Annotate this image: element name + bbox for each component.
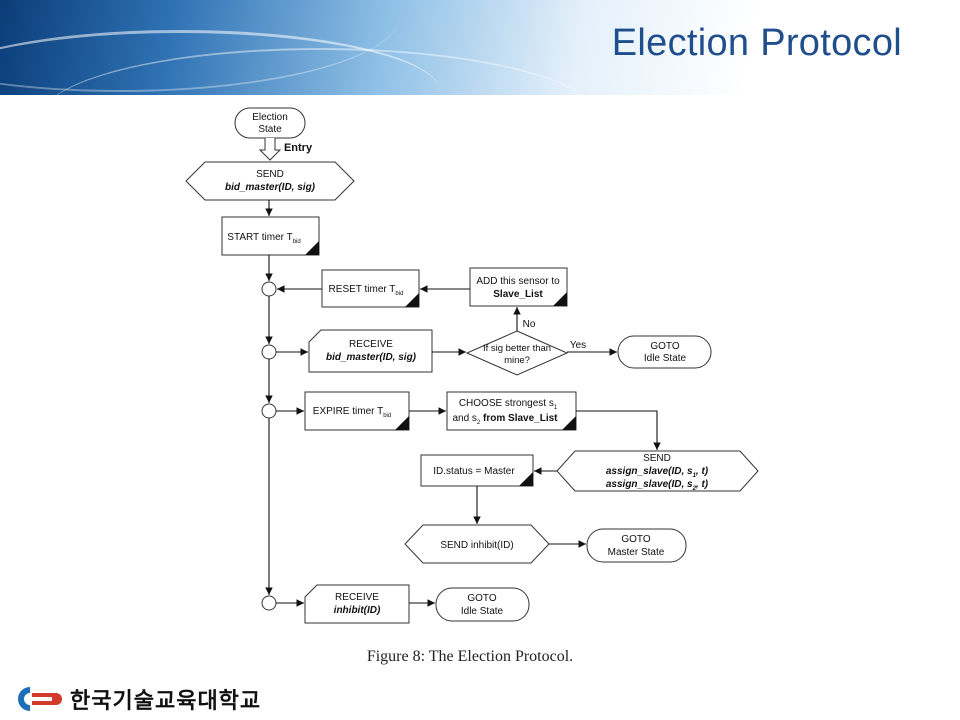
- node-receive-inhibit: [304, 584, 410, 624]
- junction-3: [261, 403, 277, 419]
- label-send-assign-1: SEND: [643, 453, 671, 464]
- node-expire-timer: [304, 391, 410, 431]
- label-receive-bid-1: RECEIVE: [349, 339, 393, 350]
- label-choose-1: CHOOSE strongest s1: [459, 398, 558, 411]
- label-start-timer: START timer Tbid: [227, 232, 300, 245]
- label-goto-idle-1a: GOTO: [650, 341, 679, 352]
- label-receive-inhibit-2: inhibit(ID): [334, 605, 381, 616]
- label-id-status: ID.status = Master: [433, 466, 515, 477]
- label-state: State: [258, 124, 282, 135]
- label-expire-timer: EXPIRE timer Tbid: [313, 406, 391, 419]
- label-goto-idle-1b: Idle State: [644, 353, 687, 364]
- label-reset-timer: RESET timer Tbid: [329, 284, 404, 297]
- node-receive-bid: [308, 329, 433, 373]
- label-decision-2: mine?: [504, 355, 530, 366]
- label-goto-master-2: Master State: [608, 547, 665, 558]
- junction-1: [261, 281, 277, 297]
- node-send-inhibit: [404, 524, 550, 564]
- node-goto-master: [586, 528, 687, 563]
- label-goto-master-1: GOTO: [621, 534, 650, 545]
- label-election: Election: [252, 112, 288, 123]
- label-receive-inhibit-1: RECEIVE: [335, 592, 379, 603]
- header-banner: [0, 0, 960, 95]
- label-send-assign-2: assign_slave(ID, s1, t): [606, 466, 709, 479]
- logo-text: 한국기술교육대학교: [70, 689, 262, 714]
- label-add-sensor-2: Slave_List: [493, 289, 543, 300]
- figure-caption: Figure 8: The Election Protocol.: [366, 648, 574, 665]
- label-decision-1: If sig better than: [483, 343, 551, 354]
- label-send-bid-1: SEND: [256, 169, 284, 180]
- election-protocol-diagram: Election State Entry SEND bid_master(ID,…: [185, 107, 759, 624]
- node-start-timer: [221, 216, 320, 256]
- node-id-status: [420, 454, 534, 487]
- label-choose-2: and s2 from Slave_List: [452, 413, 558, 426]
- label-no: No: [523, 319, 536, 330]
- label-goto-idle-2b: Idle State: [461, 606, 504, 617]
- label-send-bid-2: bid_master(ID, sig): [225, 182, 316, 193]
- junction-4: [261, 595, 277, 611]
- label-receive-bid-2: bid_master(ID, sig): [326, 352, 417, 363]
- connectors: [265, 200, 661, 607]
- label-add-sensor-1: ADD this sensor to: [476, 276, 560, 287]
- node-reset-timer: [321, 269, 420, 308]
- logo-emblem-icon: [18, 687, 62, 711]
- label-send-inhibit: SEND inhibit(ID): [440, 540, 513, 551]
- label-entry: Entry: [284, 142, 313, 154]
- university-logo: 한국기술교육대학교: [10, 684, 261, 714]
- slide-title: Election Protocol: [611, 22, 902, 64]
- node-send-bid: [185, 161, 355, 201]
- label-goto-idle-2a: GOTO: [467, 593, 496, 604]
- node-goto-idle-1: [617, 335, 712, 369]
- node-add-sensor: [469, 267, 568, 307]
- label-yes: Yes: [570, 340, 586, 351]
- junction-2: [261, 344, 277, 360]
- node-decision: [465, 330, 569, 376]
- node-goto-idle-2: [435, 587, 530, 622]
- entry-arrow: [258, 138, 282, 161]
- label-send-assign-3: assign_slave(ID, s2, t): [606, 479, 709, 492]
- node-choose: [446, 391, 577, 431]
